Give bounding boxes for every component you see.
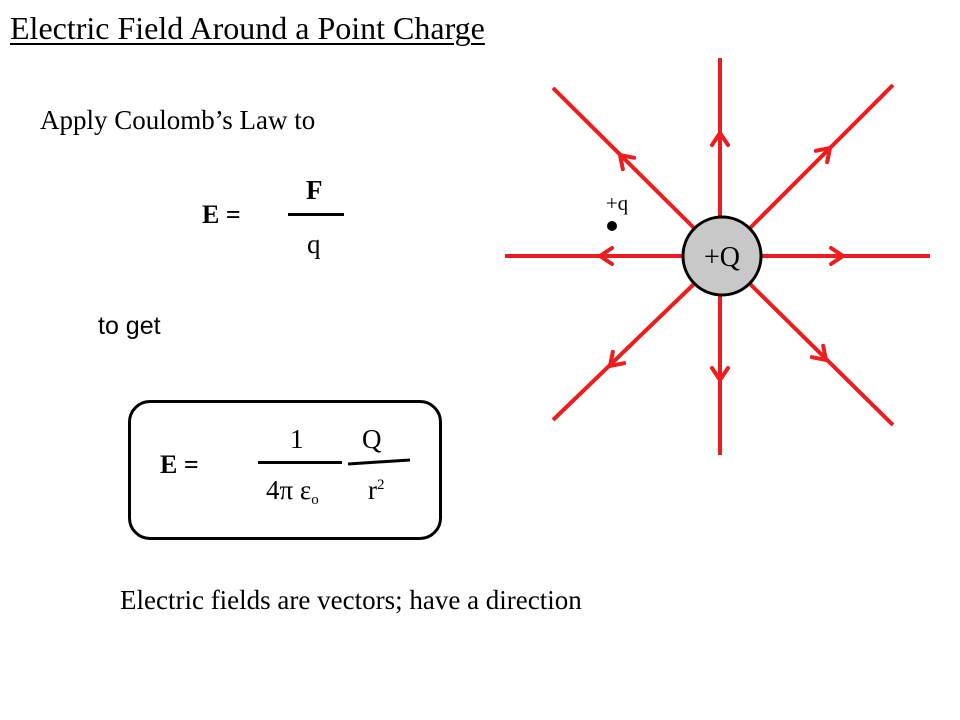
footer-note: Electric fields are vectors; have a dire… [120, 585, 582, 615]
source-charge [681, 215, 763, 297]
arrowhead-upper-right-icon [813, 145, 833, 165]
field-line-upper-left [551, 86, 696, 230]
test-charge-label: +q [606, 191, 629, 215]
arrowhead-upper-left-icon [617, 152, 637, 172]
arrowhead-up-icon [710, 129, 730, 147]
eq2-coef-numerator: 1 [290, 424, 304, 454]
page-title: Electric Field Around a Point Charge [10, 10, 485, 46]
eq1-fraction-bar [288, 213, 344, 216]
eq1-lhs: E = [202, 200, 241, 229]
arrowhead-right-icon [829, 246, 847, 266]
field-line-lower-right [748, 282, 895, 427]
eq2-frac-fraction-bar [347, 458, 411, 466]
test-charge [607, 221, 617, 231]
eq1-numerator: F [306, 175, 323, 205]
field-lines [505, 58, 930, 455]
eq1-denominator: q [307, 229, 321, 259]
arrowhead-left-icon [596, 246, 614, 266]
eq2-lhs: E = [160, 450, 199, 479]
eq2-frac-numerator: Q [362, 424, 382, 454]
source-charge-label: +Q [704, 242, 740, 273]
field-line-upper-right [748, 83, 895, 230]
eq2-frac-denominator: r2 [368, 475, 385, 505]
arrowhead-lower-left-icon [607, 349, 627, 369]
transition-text: to get [98, 312, 161, 340]
field-line-lower-left [551, 282, 696, 422]
eq2-coef-denominator: 4π εo [266, 475, 319, 508]
result-equation-box [128, 400, 442, 540]
eq2-coef-fraction-bar [258, 461, 342, 464]
arrowhead-lower-right-icon [809, 343, 829, 363]
arrowhead-down-icon [710, 366, 730, 384]
intro-text: Apply Coulomb’s Law to [40, 105, 316, 135]
